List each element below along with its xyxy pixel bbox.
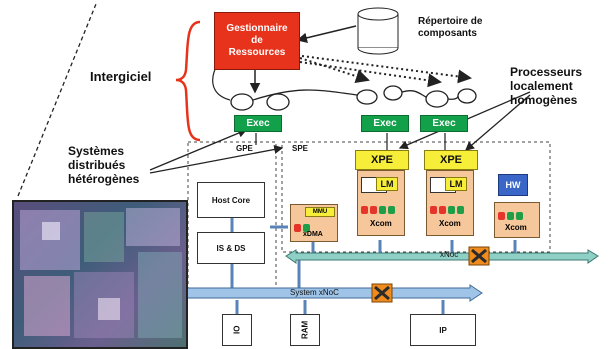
is-ds-box: IS & DS xyxy=(197,232,265,264)
xpe-box-1: XPE xyxy=(355,150,409,170)
dotted-arrow-3 xyxy=(301,55,472,84)
xcom-registers-1 xyxy=(361,201,397,219)
repertoire-label: Répertoire de composants xyxy=(418,16,483,39)
host-core-box: Host Core xyxy=(197,182,265,218)
gpe-region xyxy=(187,141,277,291)
exec-box-xpe2: Exec xyxy=(420,115,468,132)
hw-box: HW xyxy=(498,174,528,196)
processeurs-label: Processeurs localement homogènes xyxy=(510,65,583,107)
gpe-label: GPE xyxy=(236,144,253,153)
lm-box-2: LM xyxy=(445,177,467,191)
dotted-arrow-1 xyxy=(299,57,370,83)
middleware-nodes xyxy=(230,85,477,111)
mmu-box: MMU xyxy=(305,207,335,217)
xcom-registers-2 xyxy=(430,201,466,219)
spe-region xyxy=(281,141,551,253)
lm-box-1: LM xyxy=(376,177,398,191)
xcom-registers-hw xyxy=(498,207,525,225)
switch-system xyxy=(371,283,393,303)
xdma-registers xyxy=(294,219,312,237)
hw-tile: HW Xcom xyxy=(492,172,542,240)
xdma-tile: MMU xDMA xyxy=(290,204,338,242)
ram-box: RAM xyxy=(290,314,320,346)
intergiciel-brace xyxy=(175,20,201,142)
xcom-label-1: Xcom xyxy=(370,219,392,228)
exec-box-xpe1: Exec xyxy=(361,115,409,132)
xpe-tile-2: XPE LM Xcom xyxy=(424,150,478,240)
dotted-arrow-2 xyxy=(299,61,442,88)
chip-die-photo xyxy=(12,200,188,349)
switch-xnoc xyxy=(468,246,490,266)
ip-box: IP xyxy=(410,314,476,346)
systemes-label: Systèmes distribués hétérogènes xyxy=(68,144,140,186)
xnoc-label: xNoc xyxy=(440,250,459,259)
xpe-tile-1: XPE LM Xcom xyxy=(355,150,409,240)
exec-box-gpe: Exec xyxy=(234,115,282,132)
intergiciel-label: Intergiciel xyxy=(90,69,152,84)
xpe-box-2: XPE xyxy=(424,150,478,170)
system-xnoc-label: System xNoC xyxy=(290,288,339,297)
xcom-label-hw: Xcom xyxy=(505,223,527,232)
io-box: IO xyxy=(222,314,252,346)
spe-label: SPE xyxy=(292,144,309,153)
xdma-label: xDMA xyxy=(303,231,323,238)
xnoc-bus-shape xyxy=(285,249,599,264)
repertoire-arrow xyxy=(296,25,357,43)
xcom-label-2: Xcom xyxy=(439,219,461,228)
resource-manager-box: Gestionnaire de Ressources xyxy=(214,12,300,70)
repository-cylinder xyxy=(357,7,399,55)
